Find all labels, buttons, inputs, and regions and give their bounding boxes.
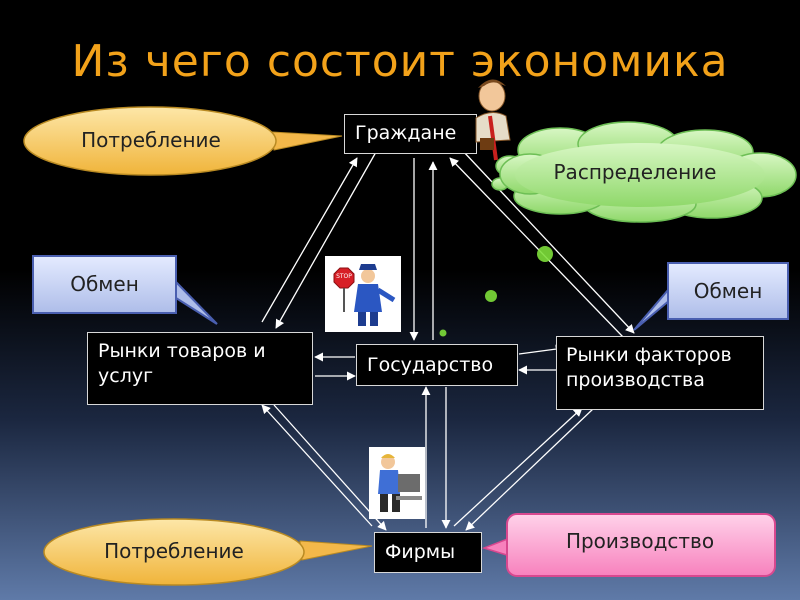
callout-exchange-left-shape: [32, 255, 218, 325]
callout-exchange-right-shape: [633, 262, 789, 331]
callout-consumption-top: Потребление: [81, 128, 221, 152]
policeman-stop-sign-icon: [325, 256, 401, 332]
glow-dot-medium: [485, 290, 497, 302]
glow-dot-large: [537, 246, 553, 262]
node-firms: Фирмы: [374, 532, 482, 573]
callout-consumption-top-shape: [23, 106, 343, 176]
slide-title: Из чего состоит экономика: [71, 36, 729, 87]
node-state: Государство: [356, 344, 518, 386]
node-factor-markets: Рынки факторов производства: [556, 336, 764, 410]
node-firms-label: Фирмы: [385, 541, 456, 563]
arrow-goods-to-citizens: [261, 157, 358, 323]
man-with-briefcase-icon: [475, 79, 511, 161]
callout-distribution: Распределение: [553, 160, 717, 184]
glow-dot-small: [439, 329, 447, 337]
callout-exchange-right: Обмен: [693, 279, 763, 303]
node-citizens: Граждане: [344, 114, 477, 154]
arrow-firms-to-factors: [453, 407, 583, 527]
callout-distribution-shape: [491, 121, 797, 223]
callout-production-shape: [481, 513, 776, 577]
callout-consumption-bottom-shape: [43, 518, 373, 586]
arrow-firms-to-goods: [261, 404, 373, 527]
arrow-citizens-to-factors: [461, 149, 635, 334]
arrow-citizens-to-goods: [275, 151, 377, 329]
node-state-label: Государство: [367, 354, 494, 376]
node-factor-markets-label: Рынки факторов производства: [566, 344, 732, 391]
node-citizens-label: Граждане: [355, 122, 457, 144]
callout-consumption-bottom: Потребление: [104, 539, 244, 563]
arrow-factors-to-citizens: [449, 157, 625, 339]
callout-exchange-left: Обмен: [70, 272, 139, 296]
stop-sign-text: STOP: [336, 273, 352, 280]
office-worker-computer-icon: [369, 447, 425, 519]
callout-production: Производство: [565, 529, 715, 553]
node-goods-markets: Рынки товаров и услуг: [87, 332, 313, 405]
arrow-goods-to-firms: [273, 404, 387, 531]
node-goods-markets-label: Рынки товаров и услуг: [98, 340, 266, 387]
arrow-factors-to-firms: [465, 407, 595, 531]
